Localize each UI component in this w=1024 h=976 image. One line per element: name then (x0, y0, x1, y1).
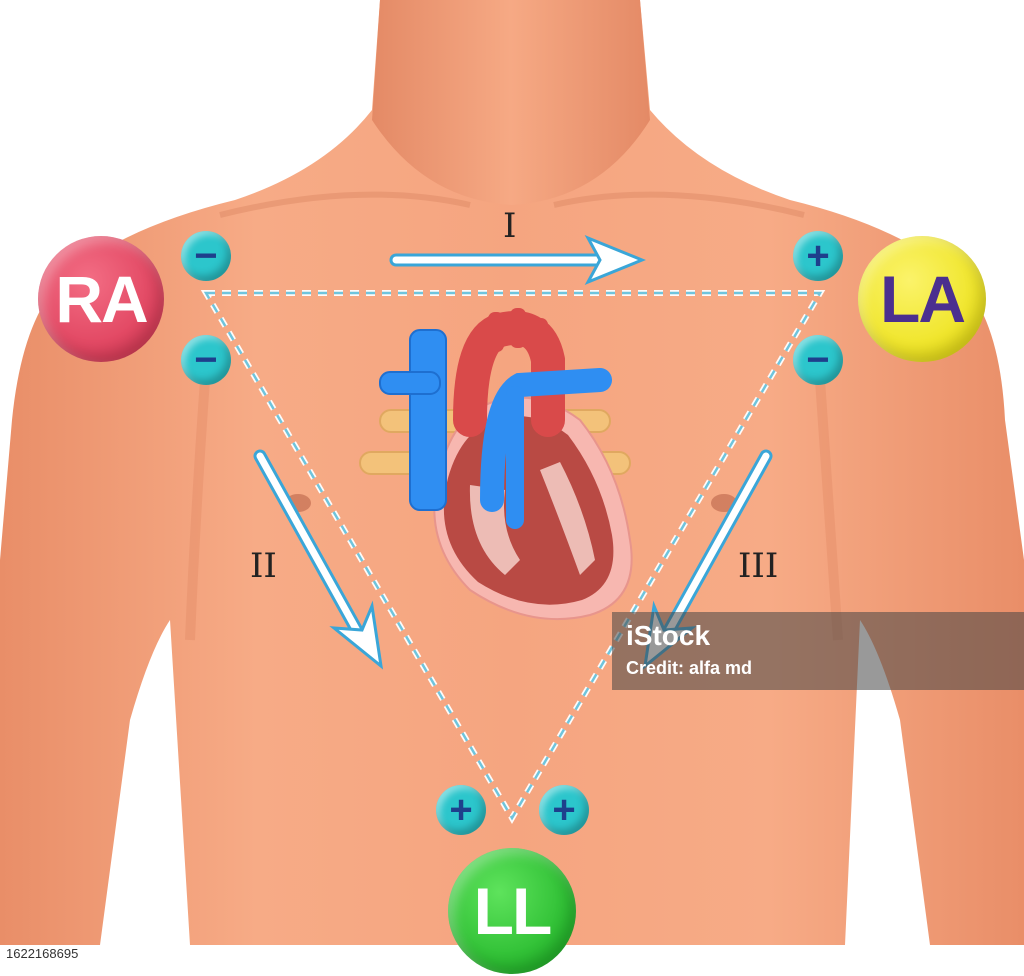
pole-la-lead3: − (793, 335, 843, 385)
stock-id: 1622168695 (6, 946, 79, 961)
lead-ii-arrow (253, 449, 384, 670)
pole-ra-lead2: − (181, 335, 231, 385)
pole-la-lead1: + (793, 231, 843, 281)
lead-i-label: I (503, 206, 517, 246)
lead-ii-label: II (250, 546, 277, 586)
electrode-la: LA (858, 236, 986, 362)
electrode-ra: RA (38, 236, 164, 362)
watermark-logo: iStock (626, 620, 711, 651)
heart-icon (359, 308, 633, 621)
pole-ll-lead3: + (539, 785, 589, 835)
pole-ll-lead2: + (436, 785, 486, 835)
lead-iii-label: III (738, 546, 779, 586)
electrode-ll: LL (448, 848, 576, 974)
watermark-banner: iStock Credit: alfa md (612, 612, 1024, 690)
lead-i-arrow (389, 235, 646, 285)
watermark-credit: Credit: alfa md (626, 658, 753, 678)
pole-ra-lead1: − (181, 231, 231, 281)
neck-shape (372, 0, 650, 205)
